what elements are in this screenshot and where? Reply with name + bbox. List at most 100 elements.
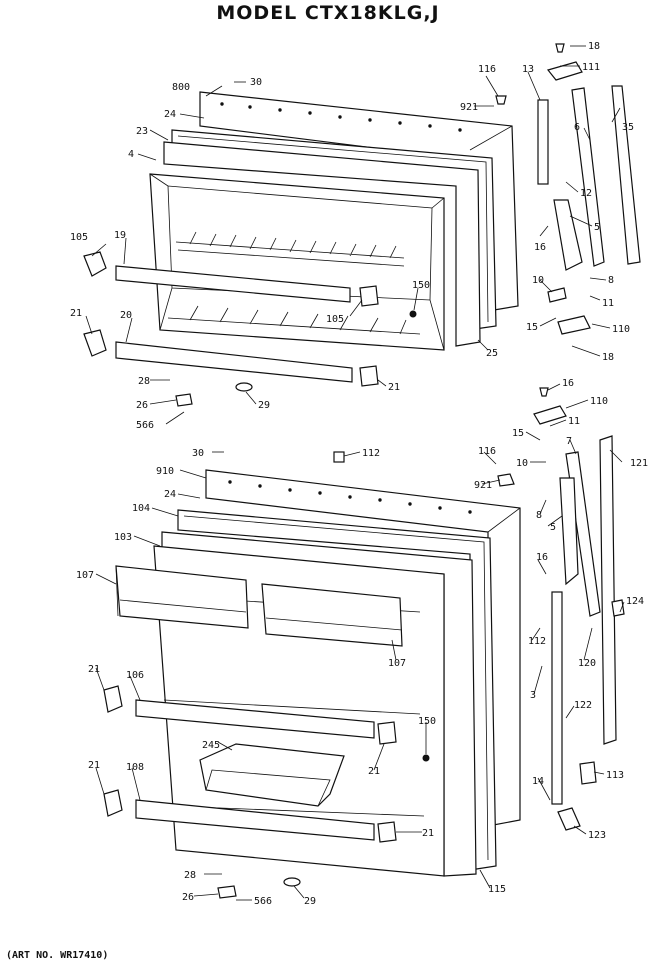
callout-label: 103 (114, 532, 132, 543)
model-title: MODEL CTX18KLG,J (216, 2, 440, 24)
handle-trim (571, 87, 605, 267)
freezer-door-liner (149, 173, 445, 351)
callout-label: 12 (580, 188, 592, 199)
callout-label: 122 (574, 700, 592, 711)
screw-icon (555, 43, 565, 53)
art-number: (ART NO. WR17410) (6, 950, 109, 961)
callout-label: 21 (88, 760, 100, 771)
callout-label: 15 (512, 428, 524, 439)
callout-label: 35 (622, 122, 634, 133)
callout-label: 150 (412, 280, 430, 291)
callout-label: 19 (114, 230, 126, 241)
callout-label: 14 (532, 776, 544, 787)
callout-label: 120 (578, 658, 596, 669)
freezer-plug-button (409, 310, 417, 318)
hinge-pin-block (547, 287, 567, 303)
freezer-door-assembly (83, 91, 519, 407)
callout-label: 10 (532, 275, 544, 286)
fresh-food-lower-door-bar (135, 799, 375, 841)
fresh-food-bar-end-cap-right-lower (377, 821, 397, 843)
hinge-bracket-top (546, 61, 583, 81)
freezer-bar-end-cap-left-upper (83, 251, 107, 277)
callout-label: 113 (606, 770, 624, 781)
callout-label: 121 (630, 458, 648, 469)
trim-strip (537, 99, 549, 185)
callout-label: 25 (486, 348, 498, 359)
callout-label: 11 (602, 298, 614, 309)
fresh-food-bar-end-cap-left-upper (103, 685, 123, 713)
callout-label: 921 (474, 480, 492, 491)
callout-label: 110 (612, 324, 630, 335)
callout-label: 28 (184, 870, 196, 881)
callout-label: 18 (602, 352, 614, 363)
hinge-arm (553, 199, 583, 271)
callout-label: 13 (522, 64, 534, 75)
callout-label: 8 (536, 510, 542, 521)
callout-label: 566 (254, 896, 272, 907)
callout-label: 21 (88, 664, 100, 675)
callout-label: 21 (70, 308, 82, 319)
callout-label: 10 (516, 458, 528, 469)
callout-label: 112 (528, 636, 546, 647)
callout-label: 6 (574, 122, 580, 133)
callout-label: 111 (582, 62, 600, 73)
trim-strip-lower (551, 591, 563, 805)
dairy-bin-right (261, 583, 403, 647)
handle-cover-lower (599, 435, 617, 745)
callout-label: 16 (534, 242, 546, 253)
hinge-bracket-bottom (557, 315, 591, 335)
fresh-food-hinge-parts (497, 387, 625, 831)
hinge-cap (495, 95, 507, 105)
callout-label: 21 (368, 766, 380, 777)
fresh-food-door-assembly (103, 451, 521, 899)
callout-label: 116 (478, 64, 496, 75)
callout-label: 28 (138, 376, 150, 387)
callout-label: 21 (388, 382, 400, 393)
callout-label: 566 (136, 420, 154, 431)
hinge-spacer-block (333, 451, 345, 463)
freezer-hinge-parts (495, 43, 641, 335)
callout-label: 105 (70, 232, 88, 243)
fresh-food-door-stop (283, 877, 301, 887)
bottom-hinge-cover (579, 761, 597, 785)
callout-label: 4 (128, 149, 134, 160)
callout-label: 30 (250, 77, 262, 88)
callout-label: 108 (126, 762, 144, 773)
callout-labels: 18 13 111 116 35 800 30 921 6 24 23 4 12… (70, 41, 648, 907)
freezer-door-stop (235, 382, 253, 392)
callout-label: 124 (626, 596, 644, 607)
callout-label: 245 (202, 740, 220, 751)
callout-label: 7 (566, 436, 572, 447)
fresh-food-bar-end-cap-left-lower (103, 789, 123, 817)
freezer-upper-door-bar (115, 265, 351, 303)
freezer-bar-end-cap-left-lower (83, 329, 107, 357)
callout-label: 150 (418, 716, 436, 727)
center-hinge-bracket (533, 405, 567, 425)
callout-label: 107 (388, 658, 406, 669)
callout-label: 18 (588, 41, 600, 52)
callout-label: 105 (326, 314, 344, 325)
callout-label: 800 (172, 82, 190, 93)
fresh-food-bar-end-cap-right-upper (377, 721, 397, 745)
hinge-arm-lower (559, 477, 579, 586)
freezer-breaker-strip (163, 141, 481, 347)
callout-label: 26 (182, 892, 194, 903)
freezer-bar-end-cap-right-upper (359, 285, 379, 307)
freezer-lower-door-bar (115, 341, 353, 383)
callout-label: 8 (608, 275, 614, 286)
freezer-bar-end-cap-right-lower (359, 365, 379, 387)
screw-icon (539, 387, 549, 397)
callout-label: 5 (594, 222, 600, 233)
callout-label: 15 (526, 322, 538, 333)
callout-label: 107 (76, 570, 94, 581)
callout-label: 16 (562, 378, 574, 389)
callout-label: 112 (362, 448, 380, 459)
callout-label: 24 (164, 109, 176, 120)
fresh-food-door-spacer (217, 885, 237, 899)
callout-label: 21 (422, 828, 434, 839)
freezer-door-spacer (175, 393, 193, 407)
fresh-food-plug-button (422, 754, 430, 762)
callout-label: 20 (120, 310, 132, 321)
